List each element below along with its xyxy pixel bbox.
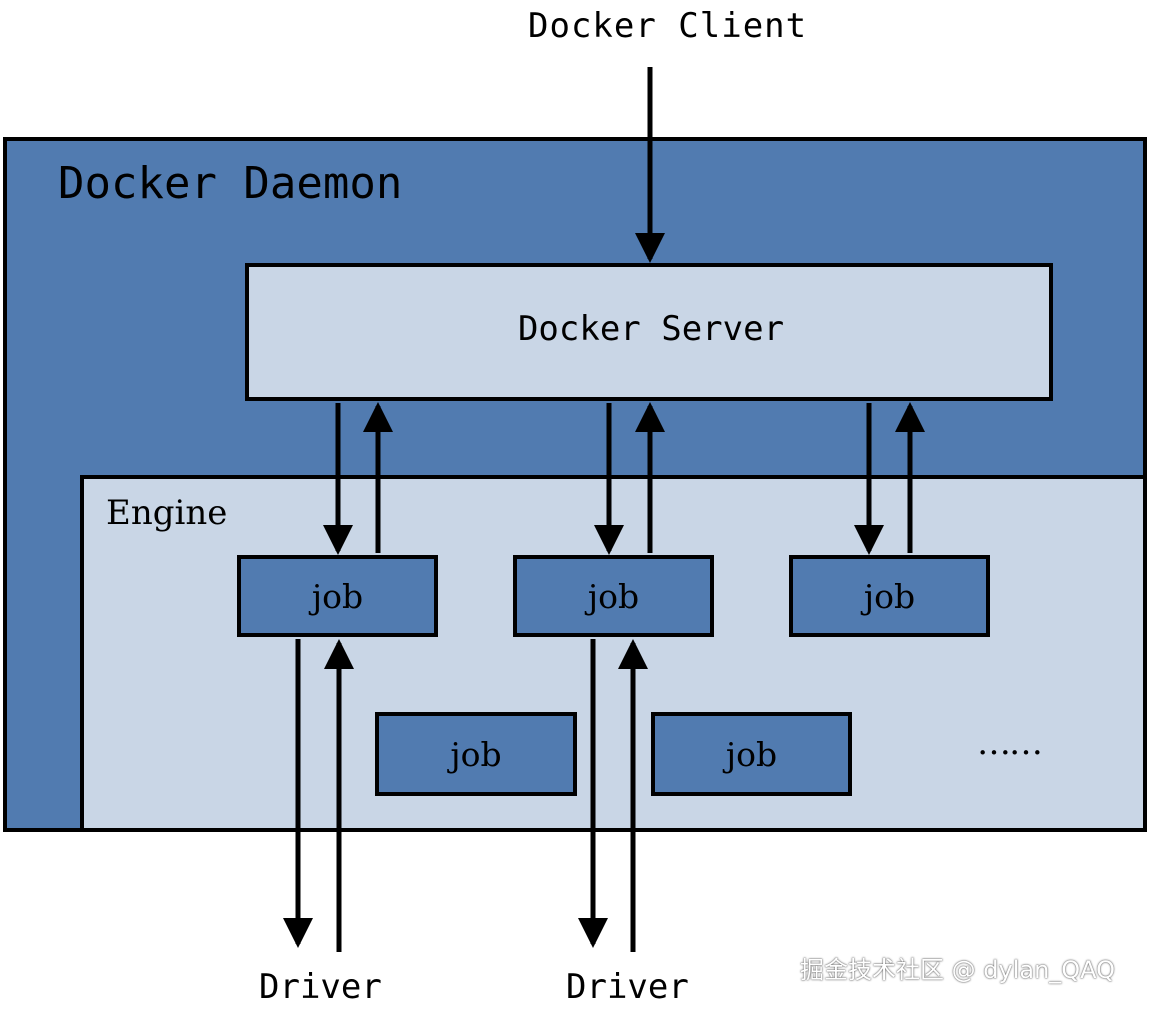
job-box-5: job: [651, 712, 852, 796]
docker-client-label: Docker Client: [528, 6, 808, 46]
job-box-2: job: [513, 555, 714, 637]
job-label: job: [725, 734, 778, 774]
docker-server-label: Docker Server: [517, 309, 785, 349]
job-label: job: [450, 734, 502, 774]
docker-server-box: [245, 263, 1053, 401]
job-box-1: job: [237, 555, 438, 637]
docker-daemon-label: Docker Daemon: [58, 158, 403, 209]
job-box-4: job: [375, 712, 577, 796]
job-label: job: [863, 576, 916, 616]
engine-label: Engine: [106, 493, 228, 533]
watermark-text: 掘金技术社区 @ dylan_QAQ: [800, 956, 1116, 984]
job-label: job: [587, 576, 640, 616]
job-label: job: [311, 576, 364, 616]
driver-label-2: Driver: [566, 967, 689, 1007]
more-jobs-ellipsis: ……: [977, 723, 1043, 763]
driver-label-1: Driver: [259, 967, 382, 1007]
job-box-3: job: [789, 555, 990, 637]
